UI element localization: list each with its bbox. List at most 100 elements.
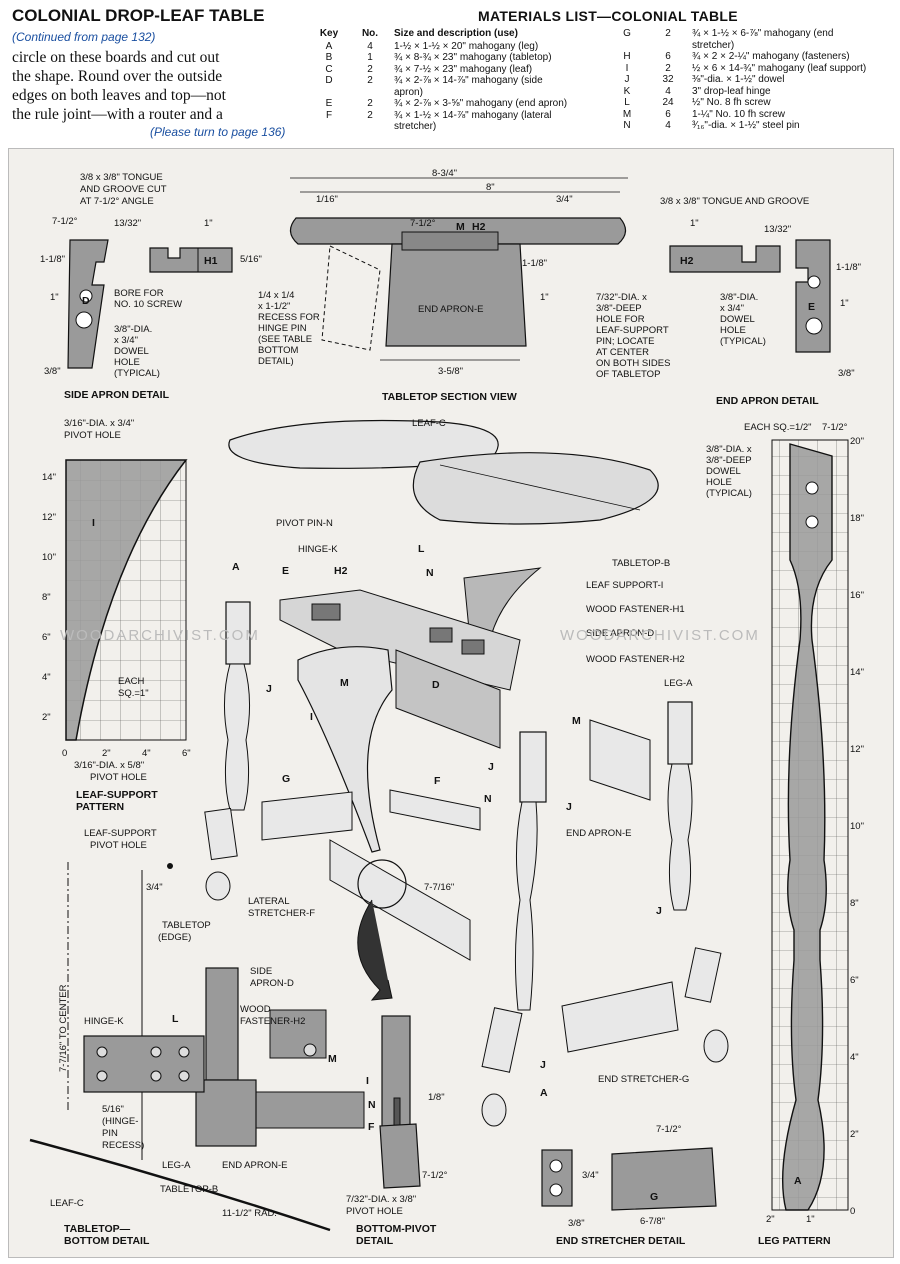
leg-a: A xyxy=(794,1175,802,1187)
materials-qty: 32 xyxy=(662,74,674,85)
materials-desc: ¾ × 2-⅞ × 14-⅞" mahogany (side xyxy=(394,75,543,86)
continued-link[interactable]: (Continued from page 132) xyxy=(12,30,156,44)
ls-x-tick: 0 xyxy=(62,748,67,759)
ls-each2: SQ.=1" xyxy=(118,688,149,699)
bt-leg-label: LEG-A xyxy=(162,1160,191,1171)
materials-key: F xyxy=(325,109,333,121)
ex-end-apron: END APRON-E xyxy=(566,828,631,839)
leg-shape xyxy=(781,443,833,1211)
ls-y-tick: 2" xyxy=(42,712,51,723)
es-38: 3/8" xyxy=(568,1218,585,1229)
side-dowel-line2: x 3/4" xyxy=(114,335,138,346)
side-part-d: D xyxy=(82,295,90,307)
bp-title2: DETAIL xyxy=(356,1235,394,1247)
turn-page-link[interactable]: (Please turn to page 136) xyxy=(150,125,286,139)
materials-desc: apron) xyxy=(394,86,423,98)
tabletop-dim-118: 1-1/8" xyxy=(522,258,547,269)
end-apron-detail: 3/8 x 3/8" TONGUE AND GROOVE 1" 13/32" 1… xyxy=(660,196,861,407)
leg-y-tick: 16" xyxy=(850,590,864,601)
fastener-h1-section xyxy=(149,247,233,273)
hole-line1: 7/32"-DIA. x xyxy=(596,292,647,303)
body-line: edges on both leaves and top—not xyxy=(12,87,226,104)
bt-title2: BOTTOM DETAIL xyxy=(64,1235,150,1247)
leg-dowel1: 3/8"-DIA. x xyxy=(706,444,752,455)
recess-line4: HINGE PIN xyxy=(258,323,307,334)
bt-34: 3/4" xyxy=(146,882,163,893)
exploded-view: LEAF-C TABLETOP-B PIVOT PIN-N HINGE-K L … xyxy=(204,418,729,1127)
side-dowel-line5: (TYPICAL) xyxy=(114,368,160,379)
ex-side-apron: SIDE APRON-D xyxy=(586,628,654,639)
dowel-hole-circle xyxy=(75,311,93,329)
ex-m-left: M xyxy=(340,677,349,689)
materials-desc: 1-¼" No. 10 fh screw xyxy=(692,108,786,120)
ls-title1: LEAF-SUPPORT xyxy=(76,789,158,801)
ex-leaf-support: LEAF SUPPORT-I xyxy=(586,580,663,591)
materials-key: J xyxy=(624,74,630,85)
bt-center: 7-7/16" TO CENTER xyxy=(58,984,69,1072)
leg-y-tick: 12" xyxy=(850,744,864,755)
tabletop-dim-1: 1" xyxy=(540,292,549,303)
body-line: the shape. Round over the outside xyxy=(12,68,223,85)
materials-desc: ¾ × 1-½ × 14-⅞" mahogany (lateral xyxy=(394,109,552,121)
side-dowel-line1: 3/8"-DIA. xyxy=(114,324,152,335)
ex-m-right: M xyxy=(572,715,581,727)
ex-l: L xyxy=(418,543,425,555)
bp-f: F xyxy=(368,1121,375,1133)
ex-7716: 7-7/16" xyxy=(424,882,454,893)
bt-tabletop-label: TABLETOP-B xyxy=(160,1184,218,1195)
leg-x-2: 2" xyxy=(766,1214,775,1225)
bt-end-apron xyxy=(253,1091,365,1129)
tabletop-section: 8-3/4" 8" 1/16" 3/4" 7-1/2° M H2 5/16" 1… xyxy=(240,168,670,403)
side-dim-1: 1" xyxy=(204,218,213,229)
bt-side-apron xyxy=(205,967,239,1081)
leg-angle: 7-1/2° xyxy=(822,422,848,433)
bt-title1: TABLETOP— xyxy=(64,1223,131,1235)
es-title: END STRETCHER DETAIL xyxy=(556,1235,686,1247)
bt-recess4: RECESS) xyxy=(102,1140,144,1151)
materials-key: K xyxy=(623,85,631,97)
leg-dowel3: DOWEL xyxy=(706,466,741,477)
bt-fast1: WOOD xyxy=(240,1004,271,1015)
end-dowel-line1: 3/8"-DIA. xyxy=(720,292,758,303)
watermark-left: WOODARCHIVIST.COM xyxy=(60,627,260,644)
side-angle-label: 7-1/2° xyxy=(52,216,78,227)
bt-recess3: PIN xyxy=(102,1128,118,1139)
materials-qty: 6 xyxy=(665,108,671,120)
end-part-h2: H2 xyxy=(680,255,694,267)
materials-key: L xyxy=(624,97,630,108)
hole-line4: LEAF-SUPPORT xyxy=(596,325,669,336)
materials-row: apron) xyxy=(312,87,571,99)
bt-leg xyxy=(195,1079,257,1147)
recess-line3: RECESS FOR xyxy=(258,312,320,323)
bp-i: I xyxy=(366,1075,369,1087)
materials-key: A xyxy=(325,40,333,52)
end-cut: 3/8 x 3/8" TONGUE AND GROOVE xyxy=(660,196,809,207)
ex-pivot-pin: PIVOT PIN-N xyxy=(276,518,333,529)
ls-y-tick: 12" xyxy=(42,512,56,523)
ex-j-left: J xyxy=(266,683,272,695)
ls-y-tick: 4" xyxy=(42,672,51,683)
leg-a-front-turned xyxy=(514,801,538,1011)
ls-top-note2: PIVOT HOLE xyxy=(64,430,121,441)
bt-rad: 11-1/2" RAD. xyxy=(222,1208,277,1219)
tabletop-angle: 7-1/2° xyxy=(410,218,436,229)
side-apron-d-shape xyxy=(395,649,501,749)
end-dowel-line2: x 3/4" xyxy=(720,303,744,314)
materials-qty: 6 xyxy=(665,51,671,62)
materials-desc: ½ × 6 × 14-¾" mahogany (leaf support) xyxy=(692,62,867,74)
ex-h1: WOOD FASTENER-H1 xyxy=(586,604,685,615)
hole-line5: PIN; LOCATE xyxy=(596,336,654,347)
bt-leaf-arc xyxy=(29,1138,331,1232)
bt-pivot1: LEAF-SUPPORT xyxy=(84,828,157,839)
end-apron-section-detail xyxy=(795,239,831,353)
leg-y-tick: 14" xyxy=(850,667,864,678)
materials-title: MATERIALS LIST—COLONIAL TABLE xyxy=(478,8,738,24)
end-dowel-line3: DOWEL xyxy=(720,314,755,325)
